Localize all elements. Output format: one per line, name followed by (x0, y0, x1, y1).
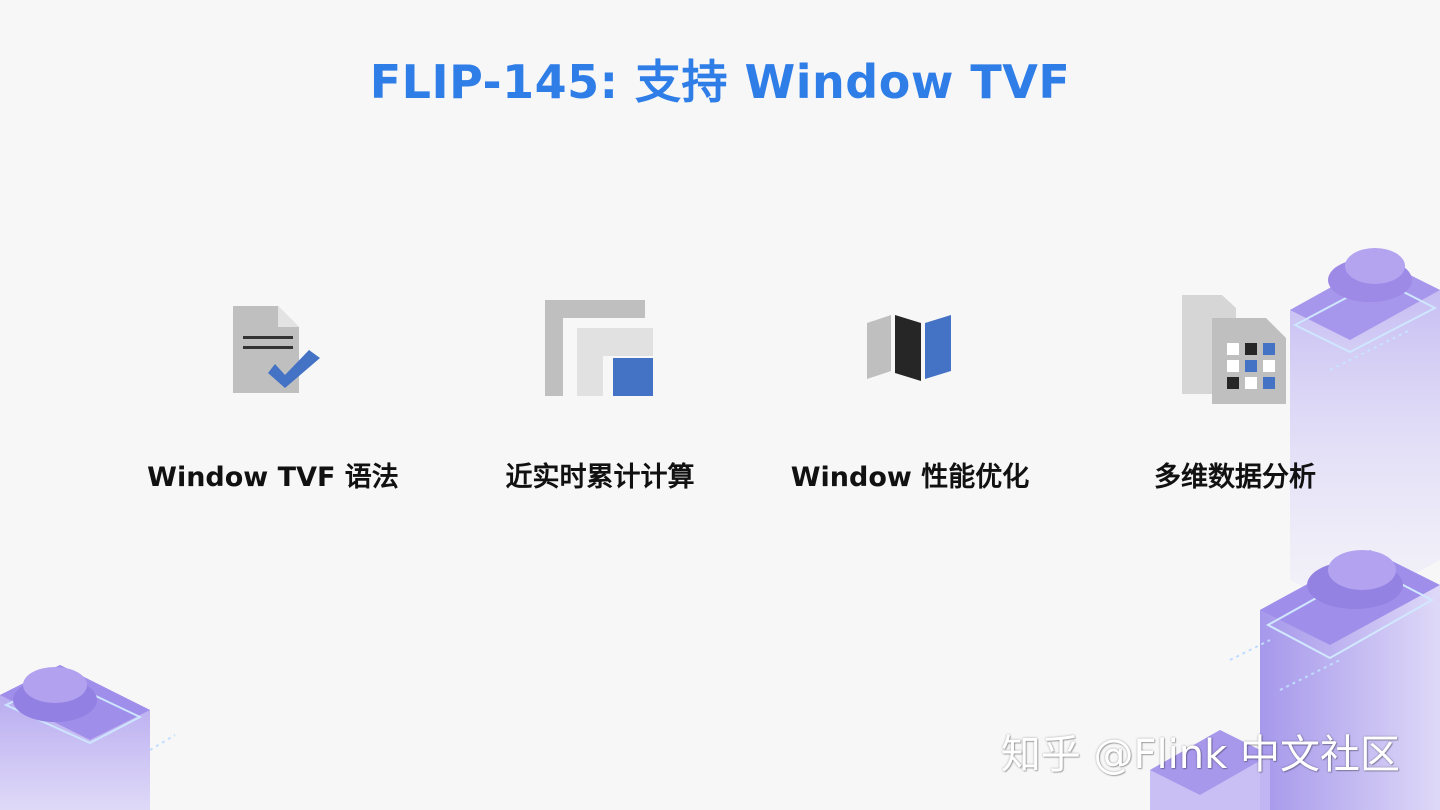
feature-label: 近实时累计计算 (505, 462, 695, 493)
document-check-icon (123, 290, 423, 405)
folded-map-icon (760, 290, 1060, 405)
feature-window-performance: Window 性能优化 (760, 290, 1060, 494)
feature-window-tvf-syntax: Window TVF 语法 (123, 290, 423, 494)
feature-label: Window 性能优化 (790, 462, 1030, 493)
feature-near-realtime-cumulative: 近实时累计计算 (450, 290, 750, 494)
nested-windows-icon (450, 290, 750, 405)
cloud-server-illustration-right (1150, 248, 1440, 810)
slide-title: FLIP-145: 支持 Window TVF (369, 55, 1071, 109)
feature-label: 多维数据分析 (1154, 462, 1316, 493)
data-grid-documents-icon (1085, 290, 1385, 405)
cloud-server-illustration-left (0, 665, 176, 810)
feature-label: Window TVF 语法 (147, 462, 399, 493)
watermark: 知乎 @Flink 中文社区 (1000, 732, 1400, 778)
feature-multidim-analysis: 多维数据分析 (1085, 290, 1385, 494)
